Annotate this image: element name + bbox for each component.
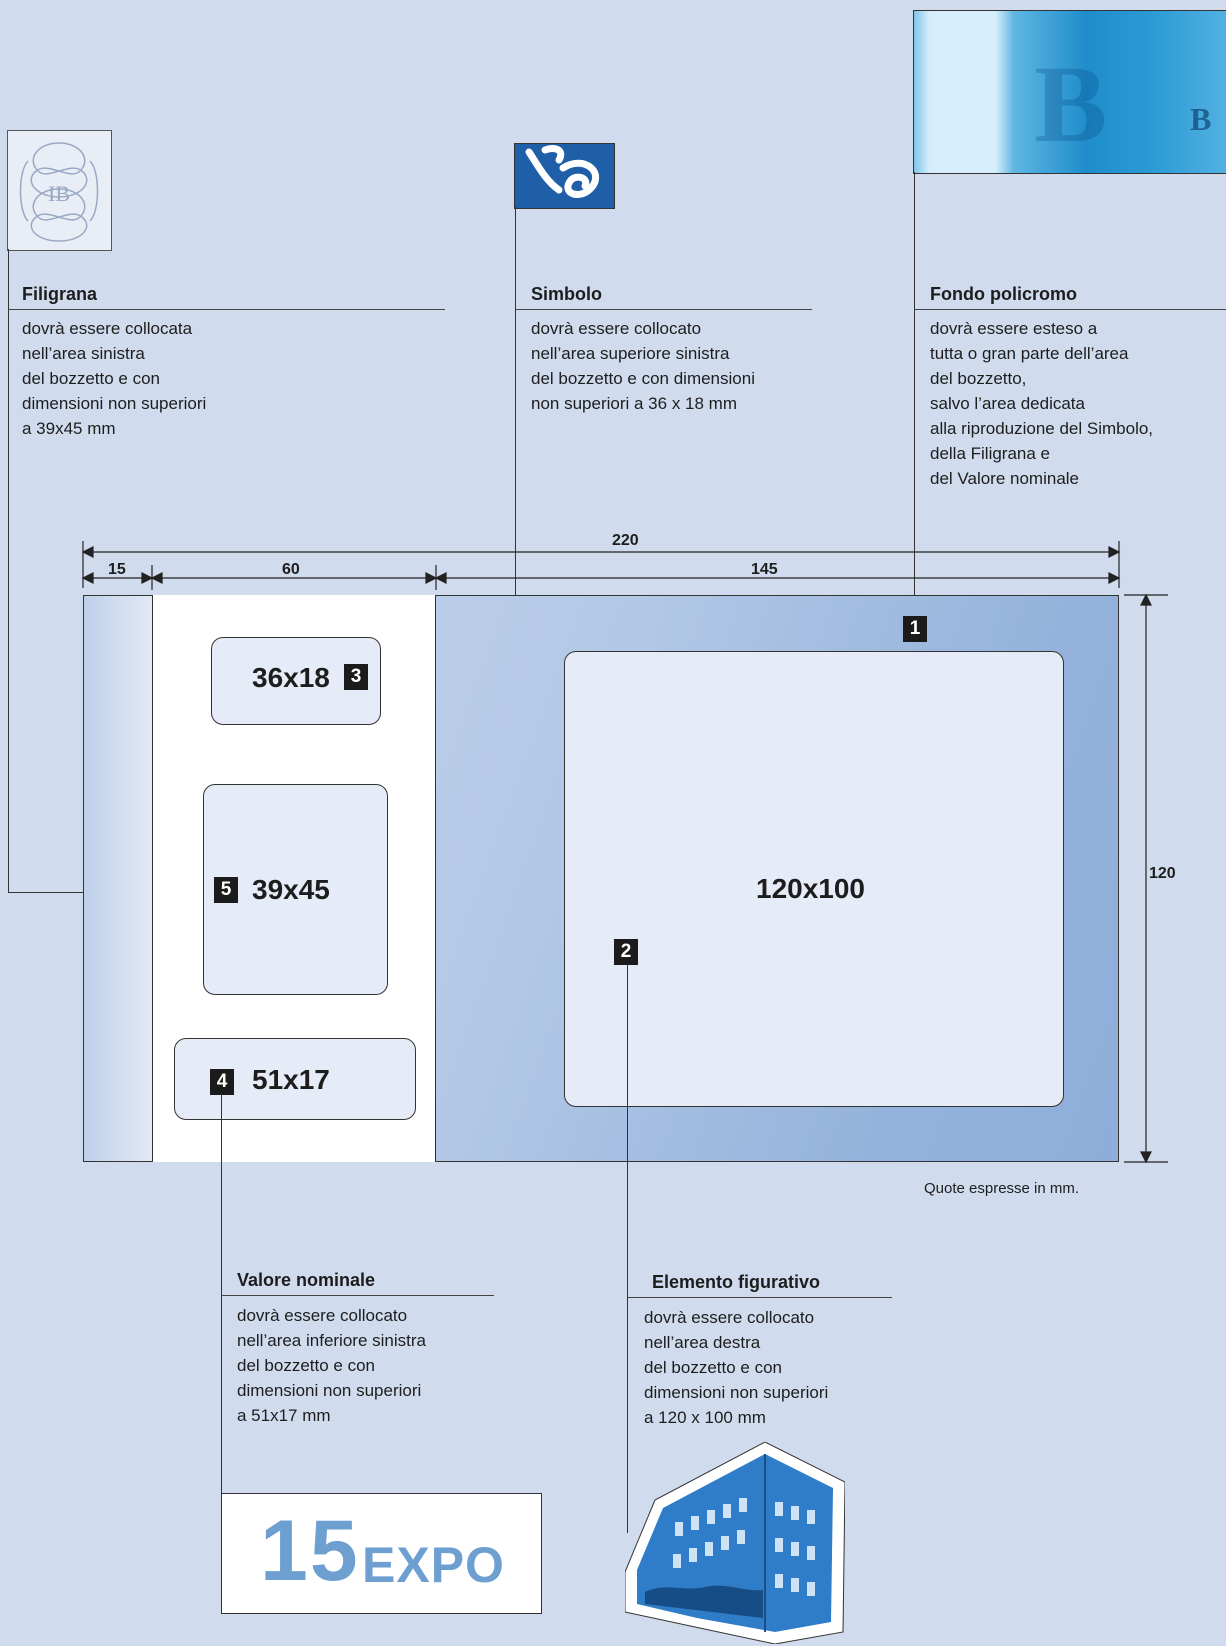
elemento-slot (564, 651, 1064, 1107)
dimension-left-panel: 60 (282, 561, 300, 578)
watermark-connector (8, 249, 9, 892)
valore-slot (174, 1038, 416, 1120)
fondo-description: dovrà essere esteso a tutta o gran parte… (930, 319, 1154, 488)
simbolo-description: dovrà essere collocato nell’area superio… (531, 319, 755, 413)
valore-slot-label: 51x17 (252, 1064, 330, 1095)
symbol-thumbnail (514, 143, 615, 209)
expo-logo-number: 15 (260, 1503, 360, 1599)
valore-title: Valore nominale (221, 1270, 494, 1296)
dimension-height: 120 (1149, 865, 1176, 882)
expo-logo-box: 15 EXPO (221, 1493, 542, 1614)
elemento-connector (627, 965, 628, 1533)
svg-text:IB: IB (48, 181, 70, 206)
marker-2: 2 (614, 939, 638, 965)
elemento-title: Elemento figurativo (627, 1272, 892, 1298)
dimension-left-margin: 15 (108, 561, 126, 578)
marker-3: 3 (344, 664, 368, 690)
dimension-total-width: 220 (612, 532, 639, 549)
watermark-thumbnail: IB (7, 130, 112, 251)
valore-description: dovrà essere collocato nell’area inferio… (237, 1306, 426, 1425)
bank-symbol-icon (525, 144, 600, 198)
filigrana-slot-label: 39x45 (252, 874, 330, 905)
units-note: Quote espresse in mm. (924, 1180, 1080, 1197)
marker-4: 4 (210, 1069, 234, 1095)
fondo-title: Fondo policromo (914, 284, 1226, 310)
watermark-monogram-icon: IB (19, 142, 99, 242)
filigrana-title: Filigrana (8, 284, 445, 310)
valore-connector (221, 1095, 222, 1613)
expo-logo-word: EXPO (362, 1537, 505, 1593)
polychrome-thumbnail: B B (913, 10, 1226, 174)
fondo-connector (914, 172, 915, 618)
marker-5: 5 (214, 877, 238, 903)
dimension-right-area: 145 (751, 561, 778, 578)
building-illustration-icon (625, 1442, 845, 1644)
filigrana-description: dovrà essere collocata nell’area sinistr… (22, 319, 207, 438)
marker-1: 1 (903, 616, 927, 642)
symbol-connector (515, 207, 516, 680)
simbolo-slot-label: 36x18 (252, 662, 330, 693)
elemento-slot-label: 120x100 (756, 873, 866, 904)
elemento-description: dovrà essere collocato nell’area destra … (644, 1308, 829, 1427)
simbolo-title: Simbolo (515, 284, 812, 310)
left-margin-strip (84, 596, 152, 1161)
